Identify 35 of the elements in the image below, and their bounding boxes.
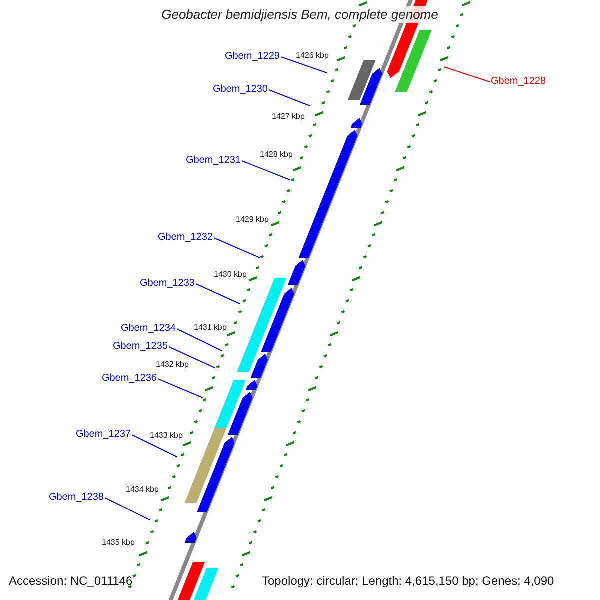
- accession-text: Accession: NC_011146: [9, 575, 133, 587]
- tick-label: 1428 kbp: [260, 151, 293, 159]
- gene-label: Gbem_1232: [158, 233, 213, 243]
- title: Geobacter bemidjiensis Bem, complete genome: [160, 6, 440, 23]
- gene-label: Gbem_1234: [120, 324, 176, 334]
- leader-line: [280, 56, 328, 74]
- tick-label: 1435 kbp: [102, 539, 135, 547]
- gene-label: Gbem_1229: [224, 52, 280, 62]
- gene-label: Gbem_1230: [212, 85, 268, 95]
- tick-label: 1434 kbp: [126, 486, 159, 494]
- tick-label: 1427 kbp: [272, 113, 305, 121]
- gene-label: Gbem_1238: [48, 493, 104, 503]
- leader-line: [242, 160, 290, 180]
- leader-line: [176, 328, 222, 352]
- tick-label: 1426 kbp: [296, 52, 329, 60]
- gene-label: Gbem_1233: [140, 279, 195, 289]
- leader-line: [214, 238, 260, 258]
- tick-label: 1433 kbp: [150, 432, 183, 440]
- gene-label: Gbem_1236: [102, 374, 157, 384]
- gene-label: Gbem_1231: [186, 156, 241, 166]
- tick-label: 1432 kbp: [156, 361, 189, 369]
- tick-label: 1431 kbp: [194, 324, 227, 332]
- leader-line: [268, 90, 310, 106]
- leader-line: [132, 434, 178, 458]
- tick-label: 1429 kbp: [236, 216, 269, 224]
- gene-label: Gbem_1228: [491, 77, 546, 87]
- genome-info-text: Topology: circular; Length: 4,615,150 bp; Genes: 4,090: [262, 575, 554, 587]
- leader-line: [104, 498, 150, 520]
- leader-line: [168, 346, 216, 368]
- leader-line: [158, 378, 204, 398]
- leader-line: [444, 66, 490, 82]
- leader-line: [196, 284, 240, 304]
- gene-label: Gbem_1235: [112, 342, 168, 352]
- tick-label: 1430 kbp: [214, 271, 247, 279]
- gene-label: Gbem_1237: [76, 430, 131, 440]
